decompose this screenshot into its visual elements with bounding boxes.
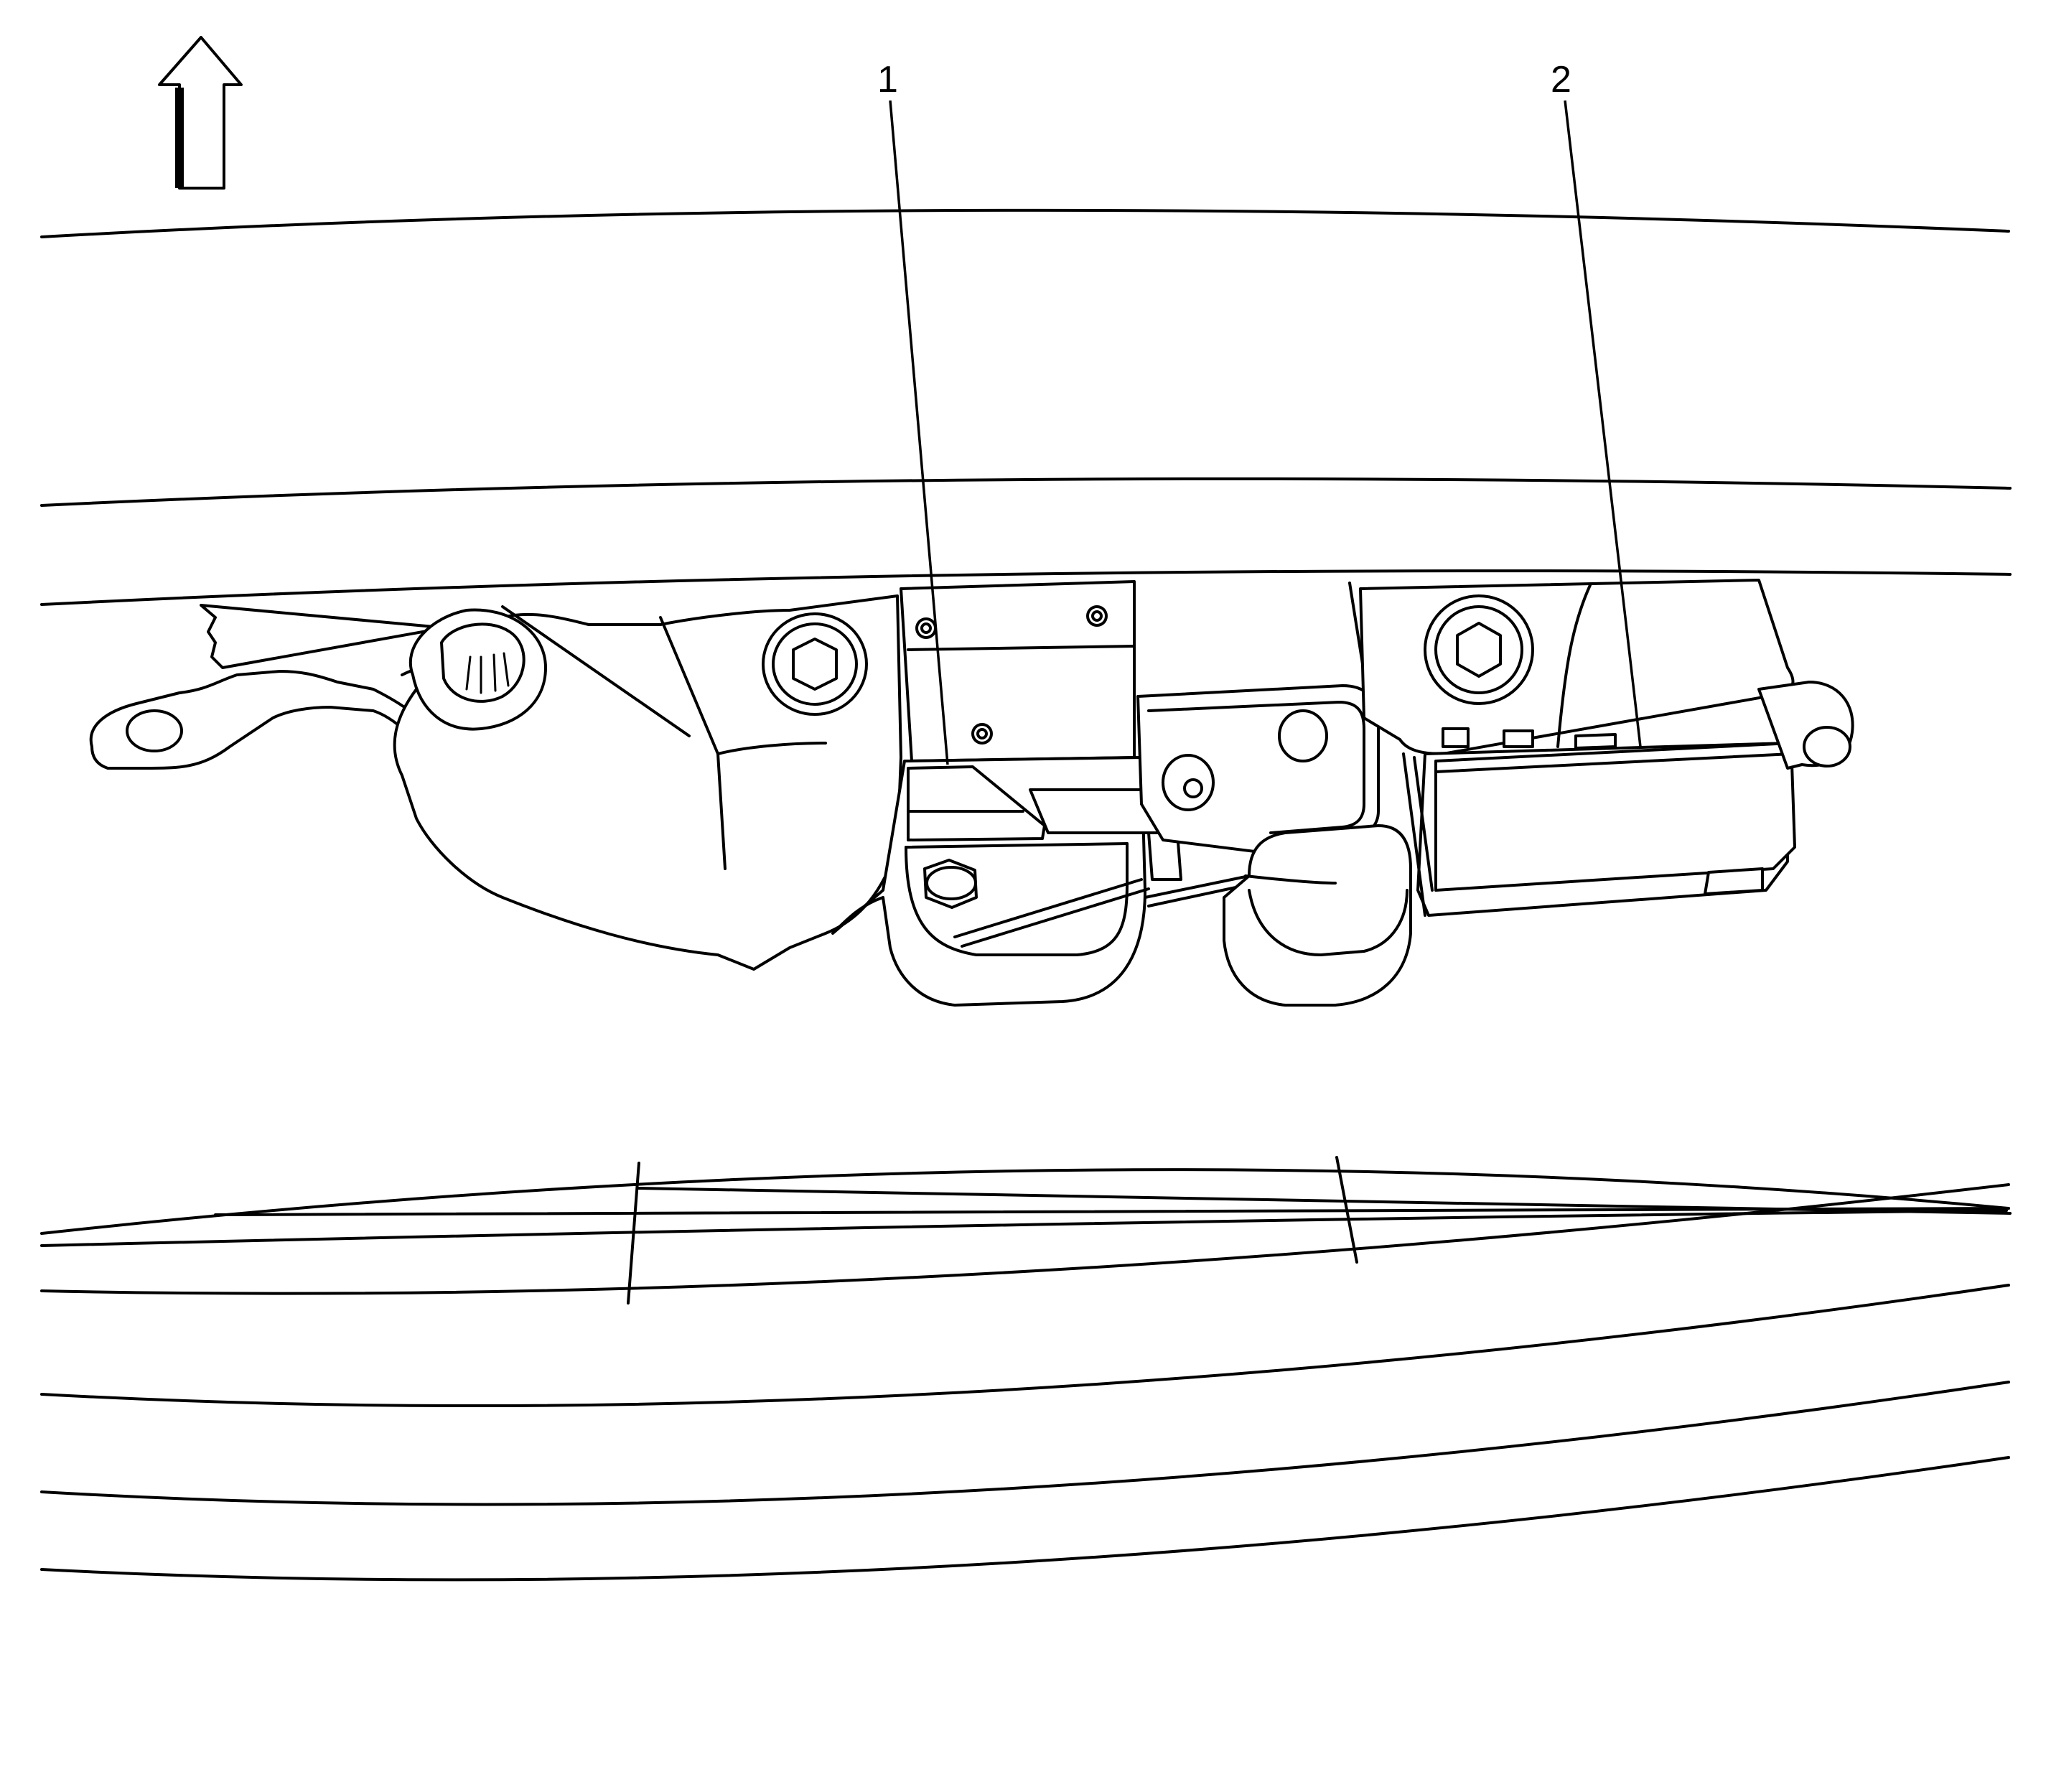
- latch-body-right: [1133, 582, 1412, 1007]
- leader-line-2: [1564, 100, 1642, 747]
- latch-housing: [200, 594, 902, 971]
- callout-2: 2: [1551, 59, 1571, 101]
- upper-body-panel: [40, 208, 2012, 606]
- callout-1: 1: [877, 59, 898, 101]
- leader-line-1: [889, 100, 949, 765]
- actuator-module: [1359, 579, 1854, 917]
- lower-body-panel: [40, 1156, 2012, 1582]
- up-arrow-icon: [158, 36, 243, 190]
- callout-leaders: [889, 100, 1642, 765]
- center-plate: [900, 580, 1136, 762]
